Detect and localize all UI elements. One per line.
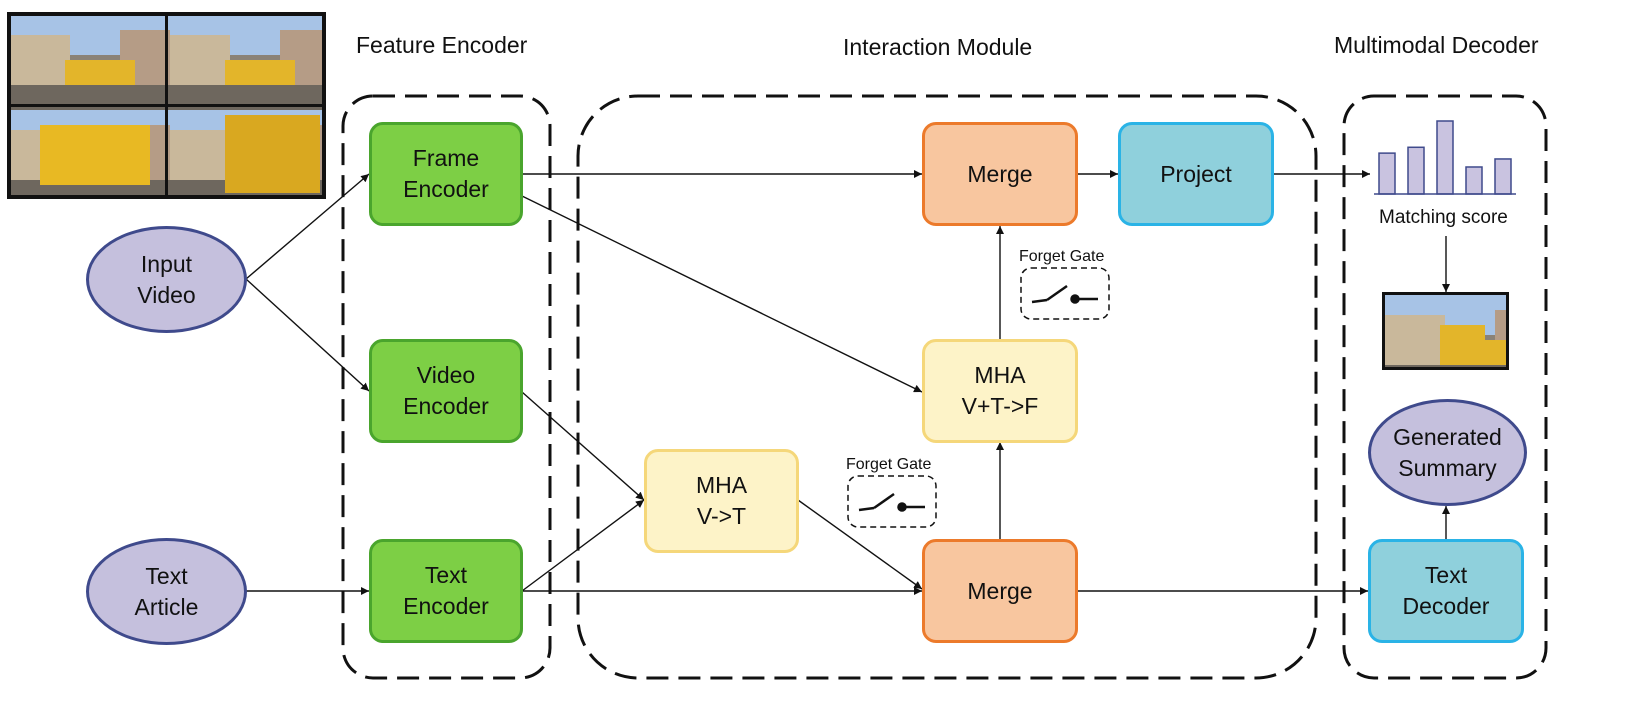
forget-gate-bottom-box	[847, 475, 937, 528]
feature-encoder-group	[341, 94, 552, 680]
merge-top-node: Merge	[922, 122, 1078, 226]
matching-score-bar	[1407, 146, 1425, 195]
switch-icon	[1031, 284, 1098, 304]
matching-score-bar	[1378, 152, 1396, 195]
text-article-node: Text Article	[86, 538, 247, 645]
matching-score-bar	[1494, 158, 1512, 195]
edge-mha-vt-to-merge-bottom	[797, 499, 923, 590]
section-title-multimodal-decoder: Multimodal Decoder	[1334, 32, 1539, 58]
edge-input-video-to-frame-encoder	[245, 173, 370, 280]
generated-summary-node: Generated Summary	[1368, 399, 1527, 506]
matching-score-bars	[1378, 120, 1512, 195]
matching-score-bar	[1465, 166, 1483, 195]
section-title-interaction-module: Interaction Module	[843, 34, 1033, 60]
selected-frame-image	[1382, 292, 1509, 370]
switch-icon	[858, 492, 925, 512]
forget-gate-top-label: Forget Gate	[1019, 248, 1105, 265]
merge-bottom-node: Merge	[922, 539, 1078, 643]
project-node: Project	[1118, 122, 1274, 226]
video-encoder-node: Video Encoder	[369, 339, 523, 443]
matching-score-bar	[1436, 120, 1454, 195]
edge-frame-encoder-to-mha-vtf	[521, 195, 923, 393]
forget-gate-bottom-label: Forget Gate	[846, 456, 932, 473]
edge-text-encoder-to-mha-vt	[521, 499, 645, 592]
section-title-feature-encoder: Feature Encoder	[356, 32, 528, 58]
text-decoder-node: Text Decoder	[1368, 539, 1524, 643]
edge-video-encoder-to-mha-vt	[521, 391, 645, 501]
text-encoder-node: Text Encoder	[369, 539, 523, 643]
matching-score-label: Matching score	[1379, 207, 1508, 228]
mha-vt-to-f-node: MHA V+T->F	[922, 339, 1078, 443]
edge-input-video-to-video-encoder	[245, 278, 370, 392]
input-video-frames-image	[7, 12, 326, 199]
mha-v-to-t-node: MHA V->T	[644, 449, 799, 553]
multimodal-decoder-group	[1342, 94, 1548, 680]
input-video-node: Input Video	[86, 226, 247, 333]
frame-encoder-node: Frame Encoder	[369, 122, 523, 226]
forget-gate-top-box	[1020, 267, 1110, 320]
interaction-module-group	[576, 94, 1318, 680]
